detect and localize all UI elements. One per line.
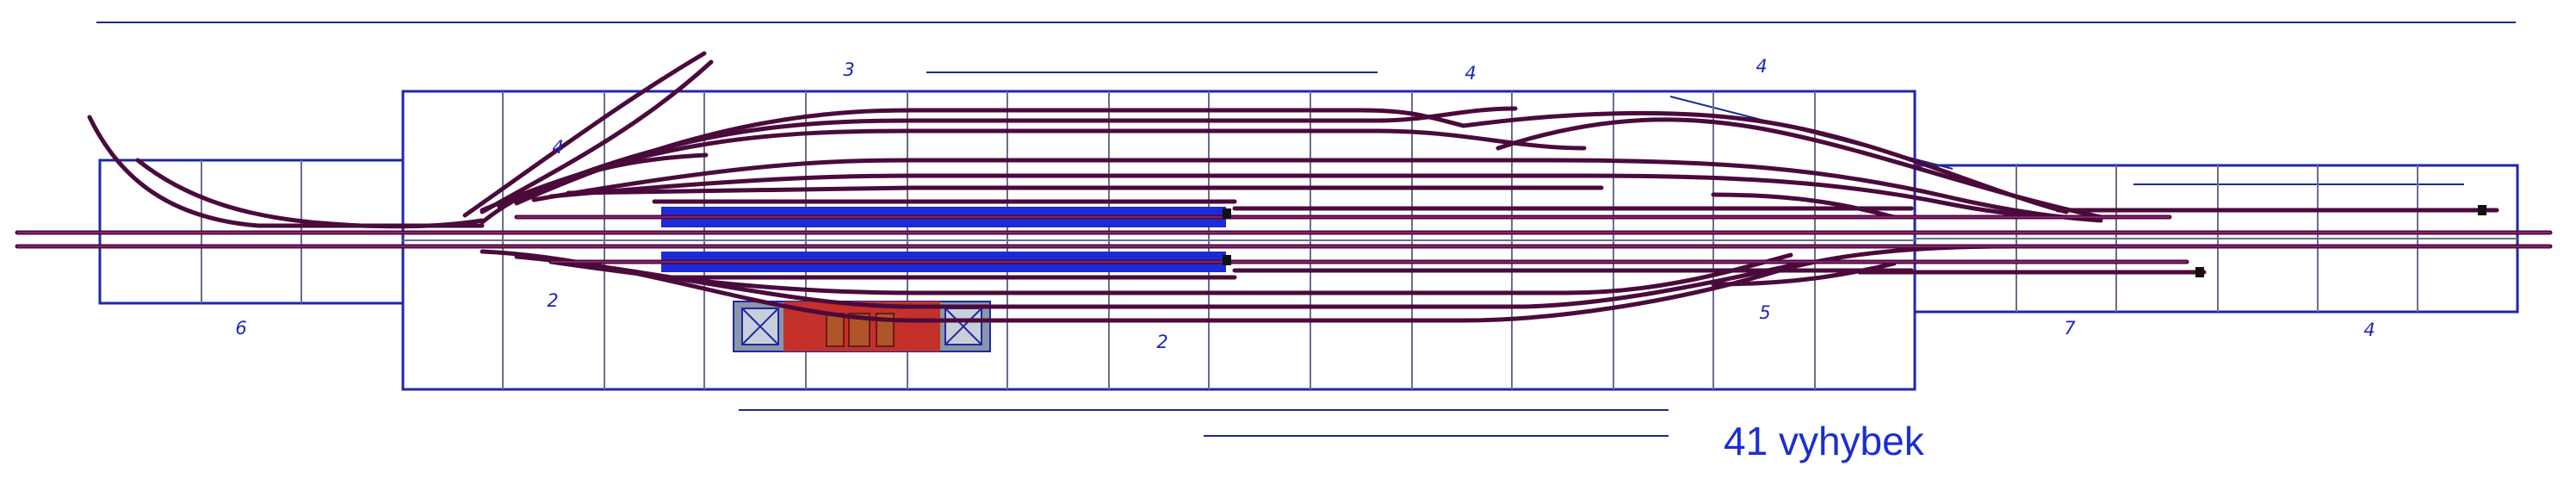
tracks bbox=[15, 51, 2553, 323]
segment-label-4-far-right: 4 bbox=[2363, 320, 2375, 340]
module-grid bbox=[100, 91, 2517, 389]
buffer-stop bbox=[2195, 267, 2204, 277]
segment-label-6: 6 bbox=[235, 318, 246, 339]
segment-labels: 6 4 2 3 2 4 4 5 7 4 bbox=[235, 56, 2375, 352]
switch-count-caption: 41 vyhybek bbox=[1724, 419, 1925, 463]
segment-label-7: 7 bbox=[2064, 318, 2076, 339]
buffer-stop bbox=[1223, 255, 1231, 265]
segment-label-4-middle: 4 bbox=[1464, 63, 1476, 84]
buffer-stops bbox=[1223, 205, 2486, 277]
segment-label-3: 3 bbox=[843, 59, 854, 80]
track-highlights bbox=[17, 216, 2550, 263]
segment-label-4-right: 4 bbox=[1756, 56, 1767, 77]
segment-label-5: 5 bbox=[1759, 302, 1770, 323]
segment-label-2-middle: 2 bbox=[1156, 332, 1167, 352]
buffer-stop bbox=[1223, 208, 1231, 219]
segment-label-2-left: 2 bbox=[547, 290, 558, 311]
dimension-lines bbox=[96, 22, 2516, 437]
branch-curve-left bbox=[87, 115, 485, 228]
station-building bbox=[733, 301, 991, 352]
buffer-stop bbox=[2478, 205, 2486, 215]
segment-label-4-left: 4 bbox=[552, 137, 563, 158]
